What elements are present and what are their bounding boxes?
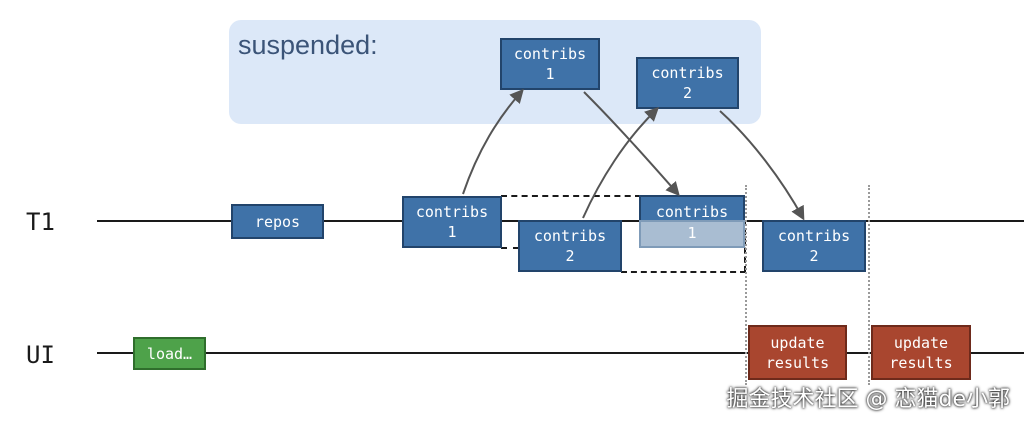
update-results-2-line1: update — [893, 333, 949, 352]
update-results-1-line1: update — [770, 333, 825, 352]
suspended-contribs-1-line2: 1 — [545, 65, 555, 83]
contribs-2-end-line1: contribs — [777, 227, 851, 245]
contribs-1-end-faded-task: 1 — [639, 220, 745, 248]
load-task-label: load… — [146, 344, 193, 363]
repos-task-label: repos — [254, 212, 301, 231]
contribs-1-start-task: contribs 1 — [402, 196, 502, 248]
watermark-text: 掘金技术社区 @ 恋猫de小郭 — [726, 387, 1011, 412]
contribs-1-end-line2: 1 — [687, 224, 697, 242]
contribs-2-end-task: contribs 2 — [762, 220, 866, 272]
contribs-1-end-line1: contribs — [655, 203, 729, 221]
lane-line-ui — [97, 352, 1024, 354]
suspended-label: suspended: — [238, 30, 378, 60]
wait-outline-contribs1-top — [501, 195, 641, 197]
suspended-contribs-2-line1: contribs — [651, 64, 724, 82]
lane-label-ui: UI — [26, 341, 55, 369]
update-results-1-line2: results — [765, 353, 830, 372]
contribs-2-start-line1: contribs — [533, 227, 607, 245]
contribs-1-start-line1: contribs — [415, 203, 489, 221]
update-results-1-task: update results — [748, 325, 847, 380]
update-results-2-line2: results — [889, 353, 953, 372]
wait-outline-contribs2-bottom — [621, 271, 746, 273]
repos-task: repos — [231, 204, 324, 239]
arrow-contribs2-suspend — [582, 107, 660, 219]
load-task: load… — [133, 337, 206, 370]
sync-line-1 — [745, 185, 747, 385]
arrow-contribs1-suspend — [462, 88, 524, 195]
contribs-2-start-task: contribs 2 — [518, 220, 622, 272]
contribs-1-start-line2: 1 — [447, 223, 457, 241]
sync-line-2 — [868, 185, 870, 385]
suspended-contribs-1-task: contribs 1 — [500, 38, 600, 90]
contribs-2-start-line2: 2 — [565, 247, 575, 265]
suspended-contribs-2-task: contribs 2 — [636, 57, 739, 109]
arrow-contribs1-resume — [583, 91, 680, 197]
update-results-2-task: update results — [871, 325, 971, 380]
contribs-2-end-line2: 2 — [809, 247, 819, 265]
arrow-contribs2-resume — [719, 110, 805, 221]
lane-label-t1: T1 — [26, 208, 55, 236]
suspended-contribs-2-line2: 2 — [682, 84, 693, 102]
suspended-contribs-1-line1: contribs — [513, 45, 587, 63]
wait-outline-contribs1-bottom — [501, 247, 519, 249]
